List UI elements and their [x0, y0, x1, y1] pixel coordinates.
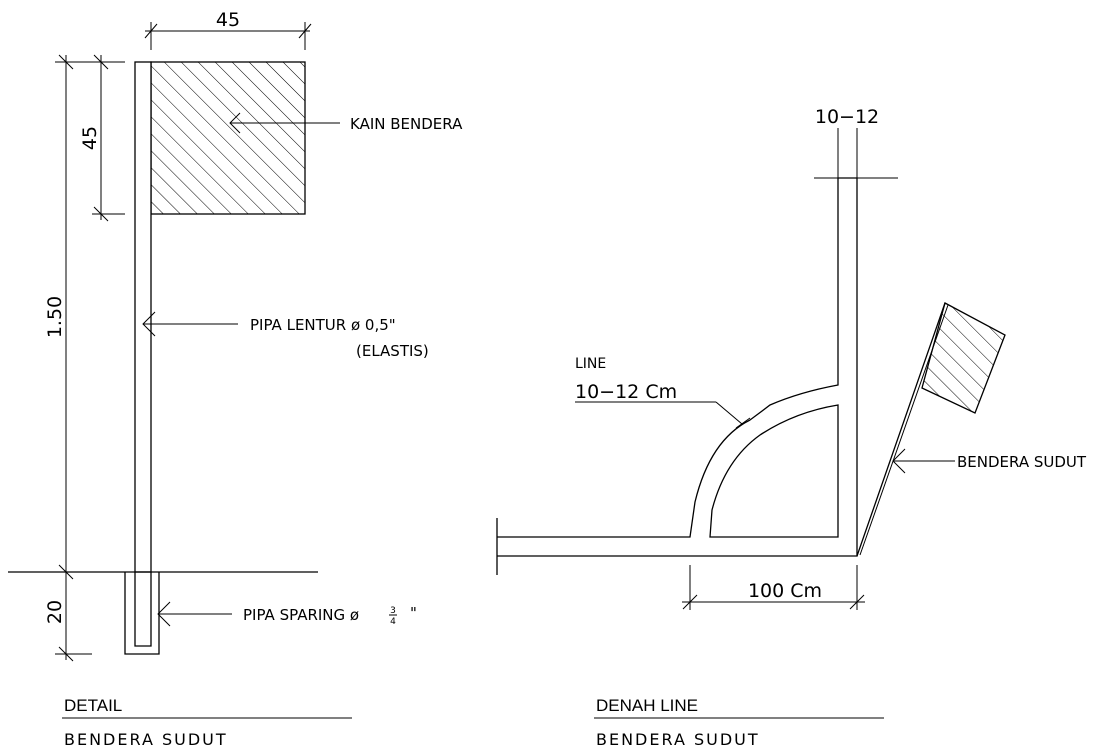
- flag-cloth: [150, 61, 306, 215]
- dim-flag-height: 45: [79, 54, 125, 222]
- corner-flag: [856, 302, 1006, 557]
- label-sleeve: PIPA SPARING ø: [243, 606, 359, 624]
- plan-title: DENAH LINE: [596, 696, 698, 715]
- dim-embed-label: 20: [44, 600, 66, 624]
- label-sleeve-den: 4: [390, 617, 396, 627]
- detail-subtitle: BENDERA SUDUT: [64, 730, 228, 749]
- line-inner-area: [709, 404, 839, 538]
- dim-pole-height: 1.50: [44, 54, 125, 580]
- dim-top: 10−12: [814, 106, 898, 179]
- dim-flag-height-label: 45: [79, 126, 101, 150]
- plan-subtitle: BENDERA SUDUT: [596, 730, 760, 749]
- label-line-width: 10−12 Cm: [575, 381, 677, 403]
- label-corner-flag: BENDERA SUDUT: [957, 453, 1087, 471]
- label-pipe-note: (ELASTIS): [356, 342, 429, 360]
- dim-pole-height-label: 1.50: [44, 296, 66, 338]
- detail-drawing: 45 45 1.50 20: [8, 9, 463, 749]
- label-pipe: PIPA LENTUR ø 0,5": [250, 316, 396, 334]
- leader-corner-flag: BENDERA SUDUT: [892, 448, 1087, 474]
- label-line: LINE: [575, 356, 606, 372]
- plan-drawing: 10−12 LINE 10−12 Cm 100 Cm: [496, 106, 1087, 749]
- label-sleeve-num: 3: [390, 606, 396, 616]
- corner-flag-cloth: [921, 302, 1006, 414]
- detail-title: DETAIL: [64, 696, 122, 715]
- label-sleeve-inch: ": [410, 604, 417, 622]
- leader-line-width: LINE 10−12 Cm: [575, 356, 751, 429]
- dim-bottom-label: 100 Cm: [748, 580, 822, 602]
- sleeve-pipe: [124, 572, 160, 655]
- leader-sleeve: PIPA SPARING ø 3 4 ": [157, 601, 417, 627]
- dim-flag-width: 45: [144, 9, 312, 50]
- line-outer: [497, 177, 858, 557]
- sleeve-inner: [134, 572, 152, 647]
- dim-embed: 20: [44, 572, 92, 662]
- leader-pipe: PIPA LENTUR ø 0,5" (ELASTIS): [142, 311, 429, 360]
- dim-flag-width-label: 45: [216, 9, 240, 31]
- leader-flag-cloth: KAIN BENDERA: [229, 112, 463, 134]
- dim-bottom: 100 Cm: [682, 565, 865, 610]
- flag-pole: [134, 61, 152, 573]
- dim-top-label: 10−12: [815, 106, 879, 128]
- label-flag-cloth: KAIN BENDERA: [350, 115, 463, 133]
